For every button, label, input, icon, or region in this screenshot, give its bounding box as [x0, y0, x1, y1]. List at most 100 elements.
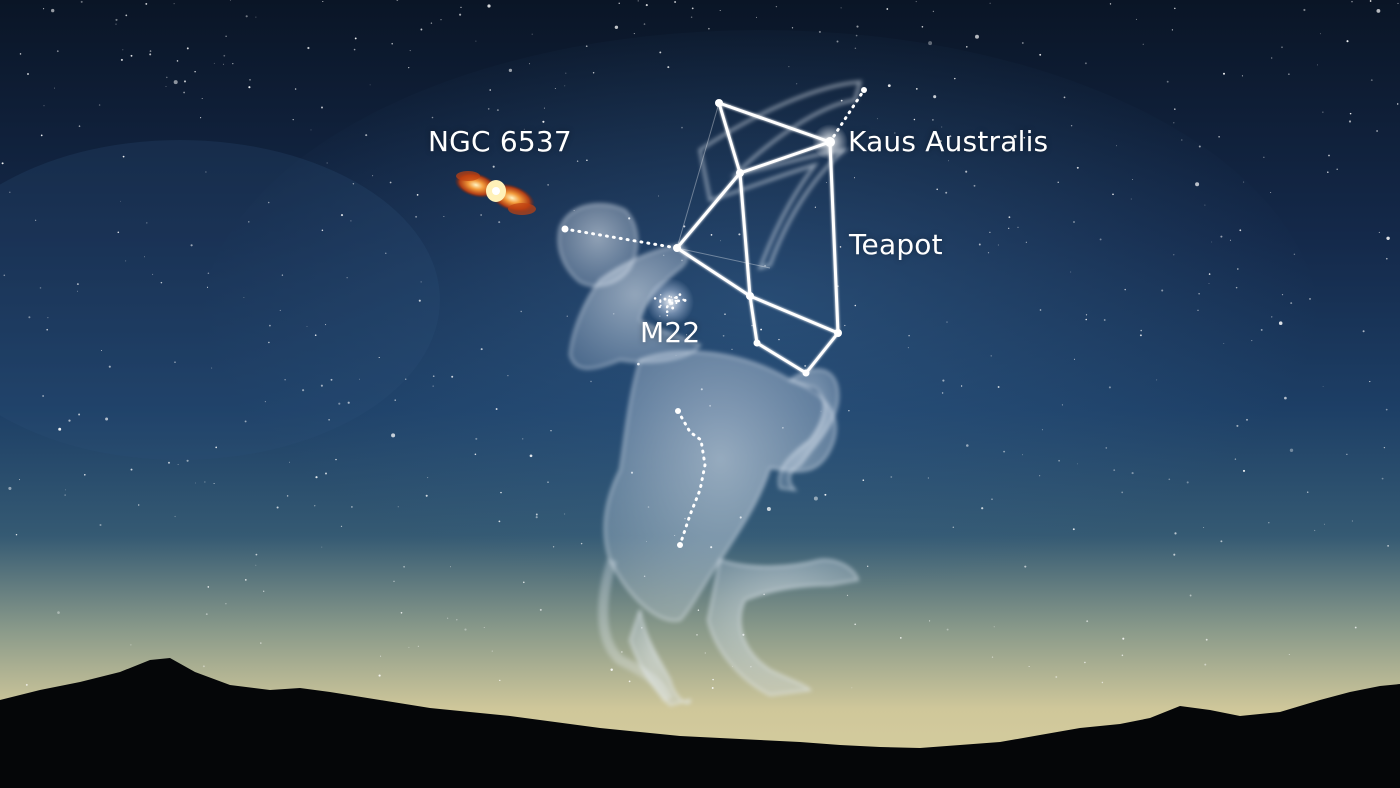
background-star	[854, 177, 855, 179]
background-star	[1397, 2, 1399, 4]
background-star	[991, 498, 993, 501]
background-star	[1086, 620, 1089, 623]
background-star	[960, 385, 963, 387]
background-star	[389, 181, 392, 184]
background-star	[122, 155, 125, 158]
background-star	[1239, 229, 1242, 232]
background-star	[839, 246, 842, 248]
background-star	[206, 286, 209, 288]
background-star	[177, 463, 179, 465]
background-star	[194, 71, 196, 73]
background-star	[855, 34, 858, 37]
background-star	[1084, 62, 1087, 65]
background-star	[927, 477, 929, 479]
background-star	[1378, 231, 1380, 233]
background-star	[321, 229, 324, 232]
background-star	[409, 50, 411, 52]
background-star	[119, 200, 121, 202]
background-star	[353, 48, 356, 51]
teapot-line	[828, 140, 840, 335]
background-star	[448, 139, 450, 141]
background-star	[480, 348, 483, 351]
background-star	[408, 646, 410, 648]
background-star	[738, 233, 741, 236]
background-star	[722, 334, 725, 337]
cluster-star	[658, 305, 661, 309]
background-star	[480, 214, 482, 216]
background-star	[330, 378, 333, 381]
background-star	[523, 581, 525, 584]
background-star	[1124, 288, 1126, 291]
background-star	[496, 109, 499, 112]
cluster-star	[670, 296, 672, 298]
background-star	[848, 410, 850, 412]
background-star	[862, 479, 865, 482]
background-star	[474, 453, 477, 456]
background-star	[949, 135, 952, 138]
background-star	[358, 378, 360, 380]
star	[746, 292, 754, 300]
background-star	[633, 33, 635, 35]
background-star	[696, 634, 698, 636]
ngc-6537-label: NGC 6537	[428, 125, 572, 158]
background-star	[255, 564, 257, 566]
background-star	[840, 7, 842, 9]
background-star	[64, 489, 66, 491]
background-star	[564, 513, 566, 515]
background-star	[1322, 386, 1324, 387]
star	[561, 225, 569, 233]
background-star	[539, 608, 542, 611]
background-star	[307, 46, 310, 50]
background-star	[851, 687, 853, 689]
star	[753, 339, 761, 347]
background-star	[149, 53, 152, 56]
dotted-star-chains	[563, 88, 866, 547]
background-star	[440, 19, 442, 21]
background-star	[1349, 112, 1352, 115]
teapot-line	[717, 101, 742, 175]
background-star	[550, 430, 552, 432]
background-star	[9, 191, 11, 194]
background-star	[483, 626, 485, 628]
background-star	[846, 594, 849, 597]
background-star	[840, 99, 843, 102]
background-star	[447, 617, 449, 619]
background-star	[294, 88, 297, 90]
background-star	[1039, 53, 1042, 56]
cluster-stars	[653, 293, 687, 317]
background-star	[378, 674, 381, 677]
background-star	[755, 16, 758, 18]
background-star	[42, 395, 44, 397]
background-star	[1236, 424, 1239, 427]
background-star	[173, 3, 175, 5]
background-star	[281, 274, 284, 276]
background-star	[264, 401, 266, 403]
background-star	[431, 116, 434, 119]
background-star	[222, 63, 225, 65]
background-star	[200, 117, 202, 119]
background-star	[1268, 521, 1270, 524]
background-star	[417, 645, 419, 647]
cluster-star	[675, 301, 678, 305]
cluster-star	[653, 297, 657, 300]
star	[834, 329, 842, 337]
nebula-center	[492, 187, 500, 195]
background-star	[628, 680, 631, 683]
background-star	[637, 0, 639, 2]
background-star	[1369, 381, 1371, 383]
background-star	[1122, 637, 1125, 640]
background-star	[1208, 273, 1211, 275]
background-star	[378, 356, 380, 359]
background-star	[244, 420, 247, 423]
background-star	[1236, 268, 1239, 270]
background-star	[1198, 145, 1201, 148]
background-star	[1243, 181, 1245, 183]
background-star	[125, 260, 127, 262]
cluster-star	[673, 296, 677, 299]
background-star	[391, 433, 396, 438]
background-star	[989, 2, 991, 4]
background-star	[535, 516, 538, 519]
background-star	[1070, 271, 1072, 273]
background-star	[213, 482, 215, 485]
background-star	[535, 513, 538, 516]
